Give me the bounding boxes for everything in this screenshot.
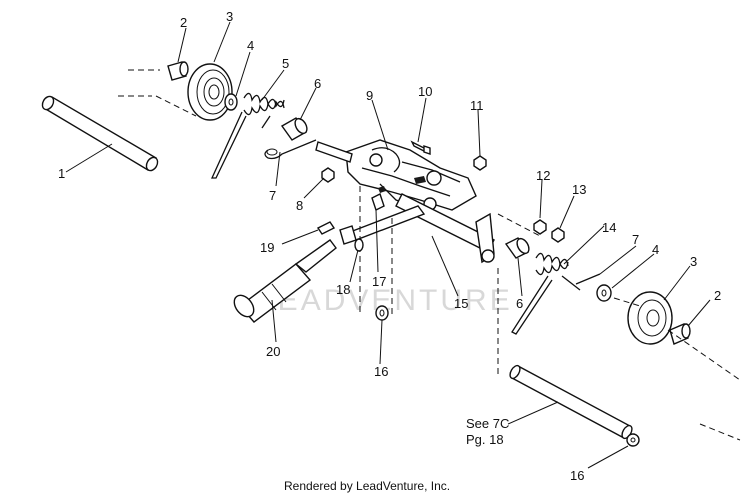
leader-lines [65,21,711,469]
callout-14: 14 [602,220,616,235]
lower-shaft [509,364,633,440]
callout-16-right: 16 [570,468,584,483]
callout-6-right: 6 [516,296,523,311]
part-1-shaft [41,95,159,172]
callout-18: 18 [336,282,350,297]
part-8-nut [321,167,335,183]
see-reference-line2: Pg. 18 [466,432,504,447]
part-16-washer-right [626,433,640,447]
callout-7-left: 7 [269,188,276,203]
callout-17: 17 [372,274,386,289]
callout-20: 20 [266,344,280,359]
part-9-frame [345,139,477,213]
part-7-retainer-right [575,273,601,285]
callout-10: 10 [418,84,432,99]
part-16-washer-center [375,305,389,321]
part-3-pulley-right [627,291,673,345]
callout-13: 13 [572,182,586,197]
footer-credit: Rendered by LeadVenture, Inc. [284,479,450,493]
callout-4-right: 4 [652,242,659,257]
part-6-spacer-left [280,117,308,141]
callout-7-right: 7 [632,232,639,247]
callout-4-left: 4 [247,38,254,53]
part-20-cylinder [233,239,337,323]
part-18-bushing [339,225,364,252]
part-14-spring-right [511,252,581,335]
callout-16-center: 16 [374,364,388,379]
part-5-spring-left [210,92,285,179]
part-4-washer-left [224,93,238,111]
callout-19: 19 [260,240,274,255]
callout-5: 5 [282,56,289,71]
part-6-spacer-right [504,237,530,259]
callout-9: 9 [366,88,373,103]
callout-3-right: 3 [690,254,697,269]
part-3-pulley-left [187,63,233,121]
part-12-nut [533,219,547,235]
part-19-pin [316,221,336,235]
callout-2-right: 2 [714,288,721,303]
part-2-bushing-right [669,323,691,345]
callout-11: 11 [470,98,484,113]
callout-2-left: 2 [180,15,187,30]
callout-6-left: 6 [314,76,321,91]
part-2-bushing-left [167,61,189,81]
callout-8: 8 [296,198,303,213]
callout-1: 1 [58,166,65,181]
part-13-nut [551,227,565,243]
part-4-washer-right [596,284,612,302]
callout-3-left: 3 [226,9,233,24]
part-10-bolt [410,140,431,155]
callout-12: 12 [536,168,550,183]
see-reference-line1: See 7C [466,416,509,431]
part-17-pin [371,193,385,211]
callout-15: 15 [454,296,468,311]
part-15-arm-assembly [348,193,495,264]
part-7-retainer-left [264,139,317,160]
part-11-nut [473,155,487,171]
